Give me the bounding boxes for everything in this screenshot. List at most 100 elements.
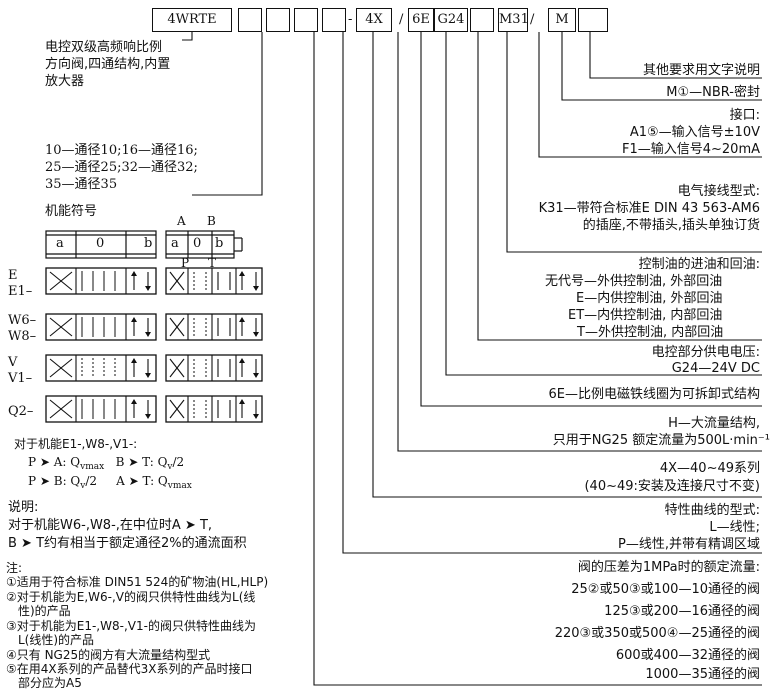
rated-flow-32: 600或400—32通径的阀 (615, 648, 760, 663)
flow-arrow (169, 271, 185, 291)
code-box-flow (294, 8, 318, 32)
size-line-3: 35—通径35 (45, 177, 118, 192)
pilot-title: 控制油的进油和回油: (638, 257, 760, 272)
basic-cell-a: a (56, 236, 64, 251)
flow-struct-h: H—大流量结构, (668, 416, 760, 431)
pilot-t: T—外供控制油, 内部回油 (577, 325, 724, 340)
seal: M①—NBR-密封 (666, 85, 760, 100)
explain-line-1: 对于机能W6-,W8-,在中位时A ➤ T, (8, 518, 213, 533)
arrow-head (239, 271, 245, 276)
voltage-g24: G24—24V DC (671, 361, 760, 376)
electrical-note: 的插座,不带插头,插头单独订货 (582, 218, 760, 233)
separator-slash-2: / (530, 12, 535, 27)
pilot-e: E—内供控制油, 外部回油 (576, 291, 723, 306)
basic-cell-a2: a (171, 236, 179, 251)
separator-dash: - (348, 12, 353, 27)
arrow-head (131, 358, 137, 363)
notes-title: 注: (6, 561, 23, 575)
series-note: (40~49:安装及连接尺寸不变) (584, 479, 760, 494)
arrow-head (239, 399, 245, 404)
flow-arrow (169, 317, 185, 337)
code-box-interface: M (548, 8, 576, 32)
flow-arrow (169, 399, 185, 419)
intro-line-1: 电控双级高频响比例 (45, 40, 163, 55)
basic-cell-0: 0 (96, 236, 105, 251)
rated-flow-35: 1000—35通径的阀 (645, 667, 760, 682)
flow-row-1: P ➤ A: Qvmax B ➤ T: Qv/2 (28, 455, 184, 475)
arrow-head (253, 332, 259, 337)
flow-arrow (49, 317, 73, 337)
explain-title: 说明: (8, 500, 39, 515)
flow-1a-sub: vmax (80, 462, 105, 472)
arrow-head (239, 317, 245, 322)
flow-arrow (49, 358, 73, 378)
flow-2a-sub: v (80, 481, 86, 491)
flow-arrow (49, 399, 73, 419)
port-label-p: P (181, 256, 190, 270)
size-line-1: 10—通径10;16—通径16; (45, 143, 198, 158)
flow-1b: B ➤ T: Q (115, 455, 168, 469)
code-box-voltage: G24 (434, 8, 468, 32)
rated-flow-10: 25②或50③或100—10通径的阀 (571, 582, 760, 597)
basic-cell-b2: b (215, 236, 224, 251)
voltage-title: 电控部分供电电压: (651, 345, 760, 360)
flow-1b-sub: v (167, 462, 173, 472)
curve-p: P—线性,并带有精调区域 (618, 537, 760, 552)
note-1: ①适用于符合标准 DIN51 524的矿物油(HL,HLP) (6, 575, 269, 589)
port-label-a: A (177, 214, 186, 228)
valve-right-body (165, 267, 263, 295)
explain-line-2: B ➤ T约有相当于额定通径2%的通流面积 (8, 536, 247, 551)
flow-arrow (169, 358, 185, 378)
arrow-head (131, 399, 137, 404)
symbol-code-e: E (8, 268, 18, 283)
basic-symbol (45, 230, 243, 259)
code-box-series: 4X (356, 8, 392, 32)
symbol-code-w8: W8– (8, 329, 37, 344)
valve-left-body (45, 395, 157, 423)
separator-slash-1: / (399, 12, 404, 27)
arrow-head (145, 286, 151, 291)
flow-row-2: P ➤ B: Qv/2 A ➤ T: Qvmax (28, 474, 192, 494)
intro-line-3: 放大器 (45, 74, 85, 89)
flow-arrow (49, 271, 73, 291)
electrical-k31: K31—带符合标准E DIN 43 563-AM6 (538, 201, 760, 216)
arrow-head (131, 271, 137, 276)
code-box-coil: 6E (408, 8, 434, 32)
code-box-electrical: M31 (498, 8, 529, 32)
flow-2b-sub: vmax (167, 481, 192, 491)
symbol-code-v1: V1– (8, 371, 33, 386)
arrow-head (145, 332, 151, 337)
code-box-type: 4WRTE (152, 8, 232, 32)
valve-right-body (165, 354, 263, 382)
basic-cell-b: b (144, 236, 153, 251)
arrow-head (131, 317, 137, 322)
valve-left-body (45, 313, 157, 341)
valve-left-body (45, 267, 157, 295)
function-symbol-label: 机能符号 (45, 204, 98, 219)
code-box-h (394, 8, 404, 32)
pilot-none: 无代号—外供控制油, 外部回油 (545, 274, 723, 289)
pilot-et: ET—内供控制油, 内部回油 (568, 308, 723, 323)
arrow-head (253, 414, 259, 419)
code-box-size (266, 8, 290, 32)
note-5b: 部分应为A5 (18, 676, 82, 690)
flow-title: 对于机能E1-,W8-,V1-: (14, 437, 138, 451)
interface-f1: F1—输入信号4~20mA (621, 142, 760, 157)
curve-title: 特性曲线的型式: (664, 503, 760, 518)
note-4: ④只有 NG25的阀方有大流量结构型式 (6, 648, 211, 662)
note-2: ②对于机能为E,W6-,V的阀只供特性曲线为L(线 (6, 590, 256, 604)
code-box-function (238, 8, 262, 32)
code-box-pilot (470, 8, 494, 32)
valve-left-body (45, 354, 157, 382)
flow-struct-ng25: 只用于NG25 额定流量为500L·min⁻¹ (552, 433, 770, 448)
symbol-code-v: V (8, 355, 18, 370)
valve-right-body (165, 395, 263, 423)
note-5: ⑤在用4X系列的产品替代3X系列的产品时接口 (6, 662, 253, 676)
flow-1b-tail: /2 (172, 455, 185, 469)
port-label-t: T (208, 256, 217, 270)
flow-1a: P ➤ A: Q (28, 455, 81, 469)
basic-cell-02: 0 (193, 236, 202, 251)
symbol-code-e1: E1– (8, 284, 33, 299)
other-requirements: 其他要求用文字说明 (642, 63, 760, 78)
